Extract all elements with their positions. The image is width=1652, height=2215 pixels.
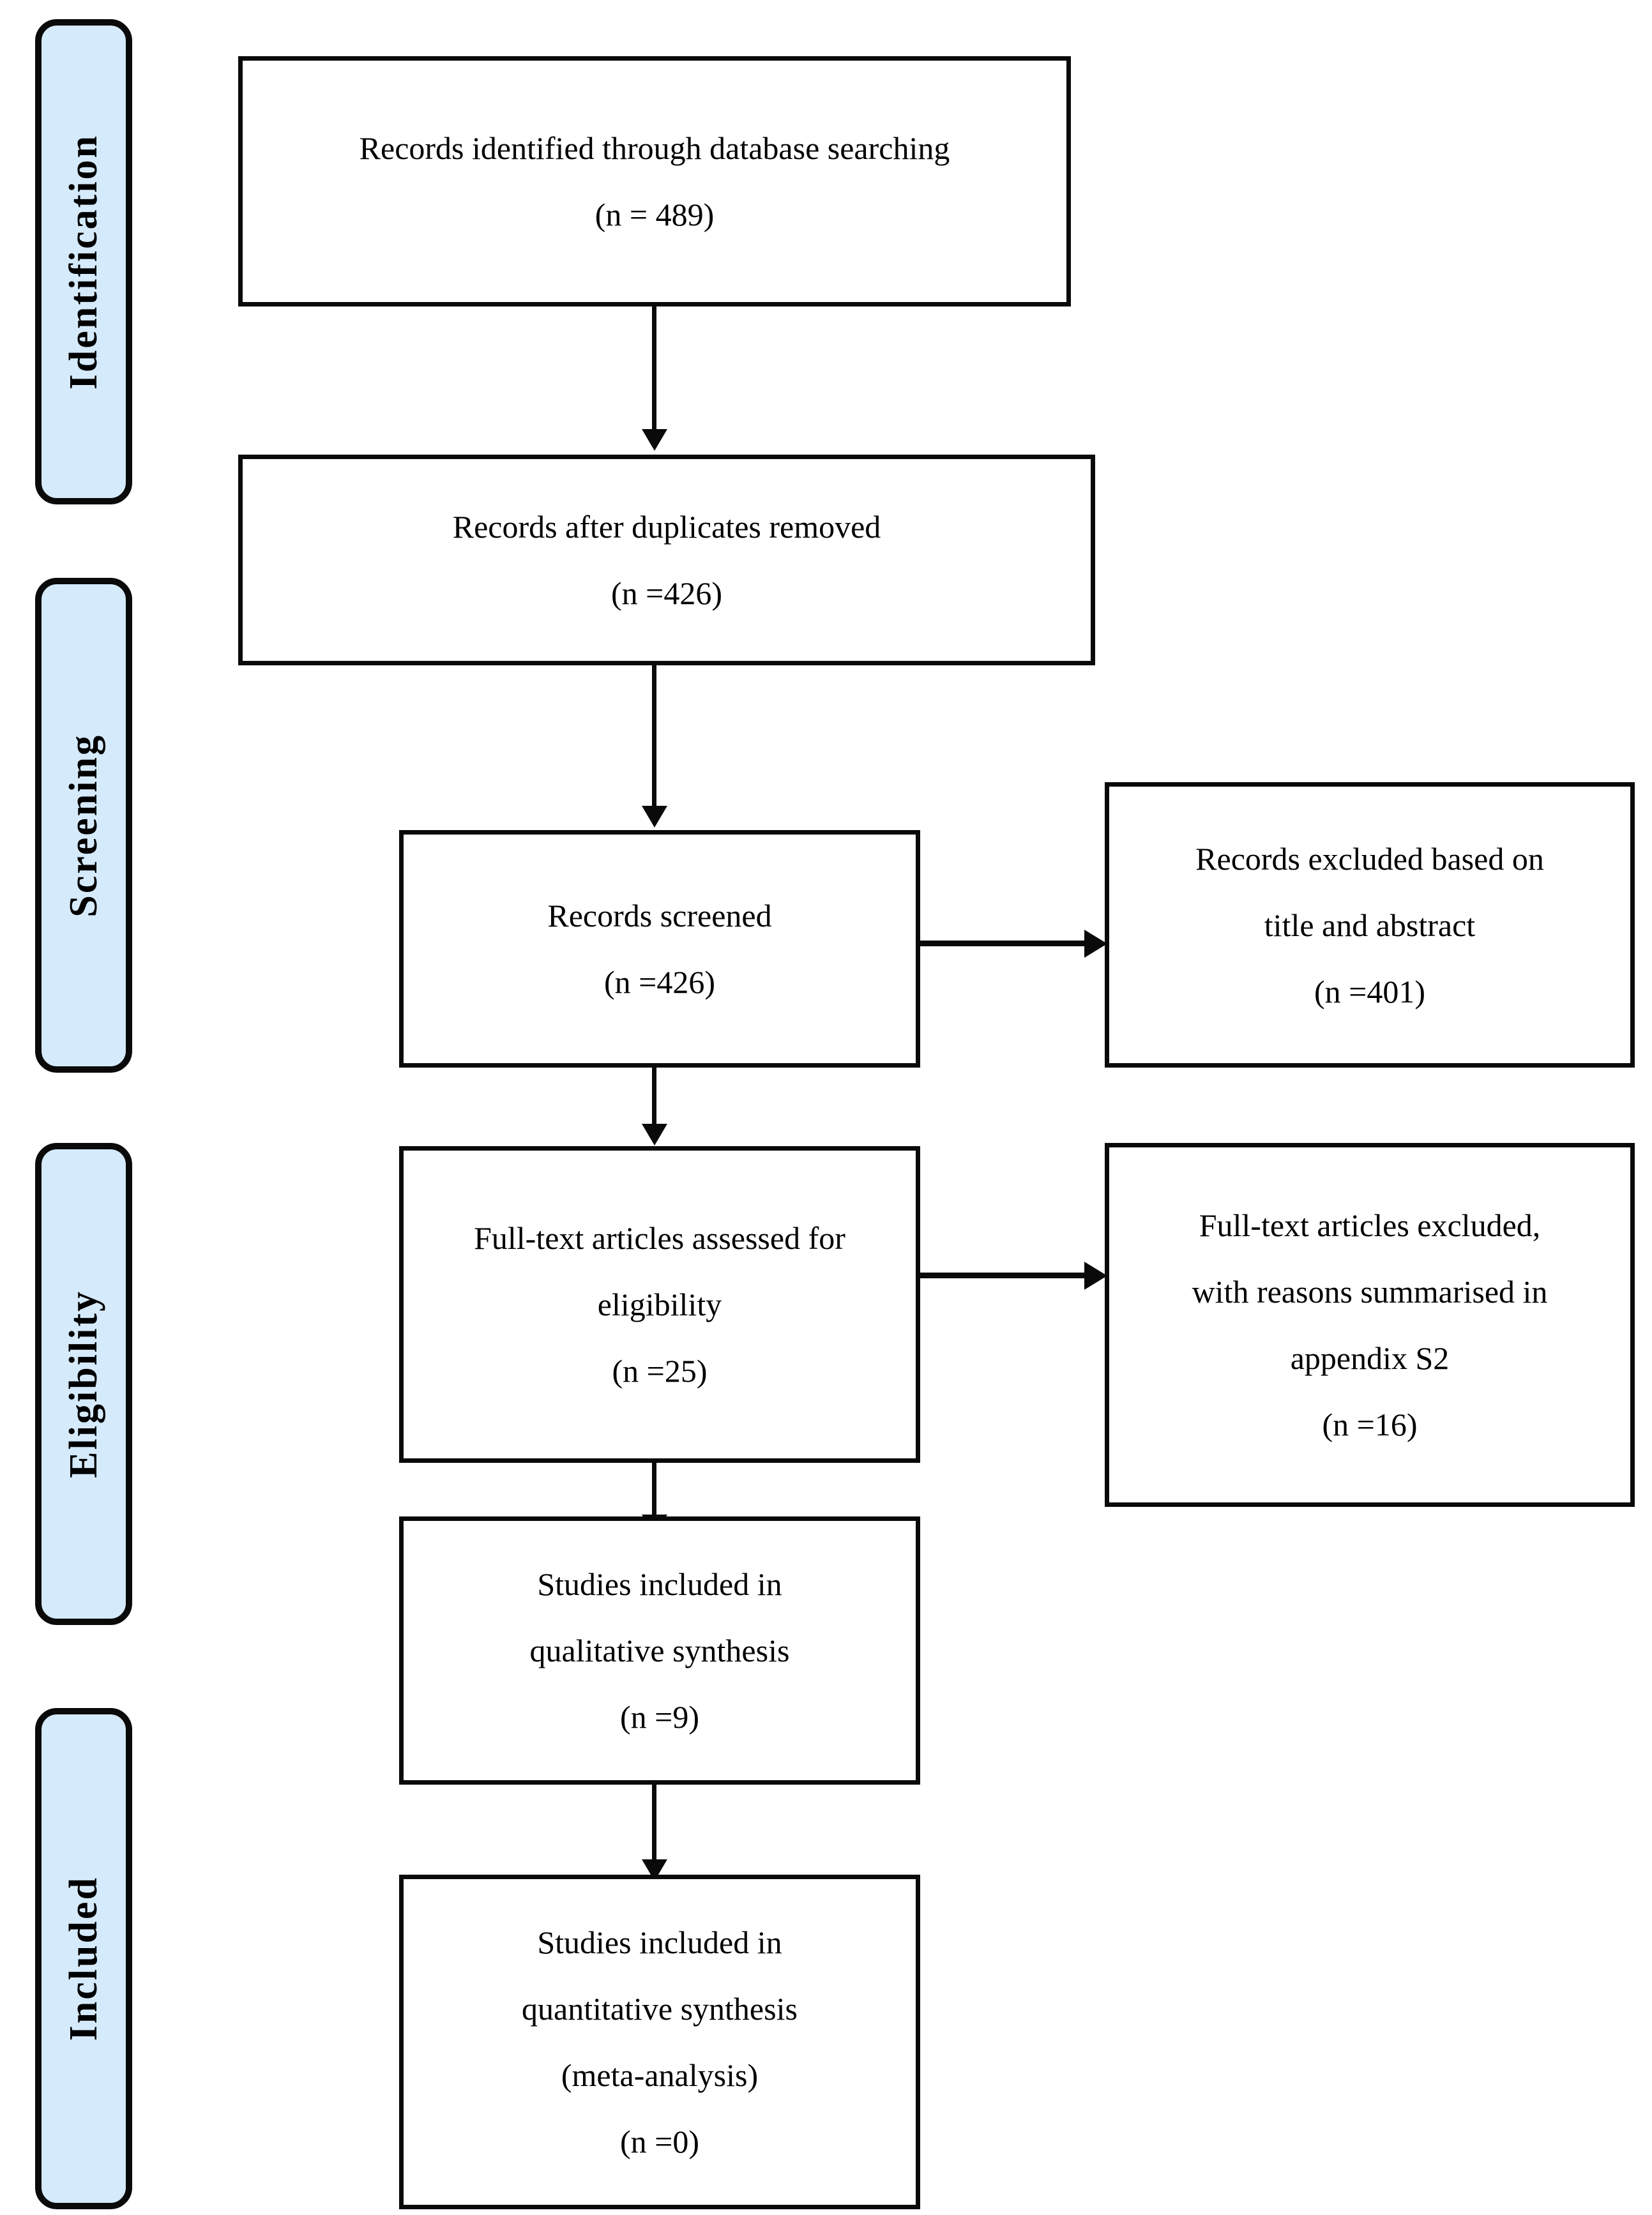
records-excluded-count: (n =401) [1314,973,1425,1009]
records-excluded-line-1: Records excluded based on [1195,840,1544,877]
records-screened-line-1: Records screened [547,898,772,934]
stage-label-eligibility: Eligibility [62,1290,105,1478]
connector-fulltext-to-qualitative [652,1463,656,1522]
flow-box-records-screened: Records screened (n =426) [399,830,920,1068]
stage-box-included: Included [35,1708,132,2209]
full-text-assessed-count: (n =25) [612,1353,708,1389]
flow-box-records-identified: Records identified through database sear… [238,56,1071,306]
records-after-duplicates-line-1: Records after duplicates removed [452,509,881,545]
full-text-excluded-line-1: Full-text articles excluded, [1199,1207,1541,1243]
records-identified-count: (n = 489) [595,197,715,232]
flow-box-full-text-excluded: Full-text articles excluded, with reason… [1105,1143,1635,1507]
stage-label-included: Included [62,1876,105,2041]
connector-fulltext-to-excluded [920,1273,1086,1278]
full-text-excluded-count: (n =16) [1322,1407,1418,1442]
qualitative-synthesis-line-1: Studies included in [537,1566,782,1602]
records-after-duplicates-count: (n =426) [611,575,722,611]
records-identified-line-1: Records identified through database sear… [359,130,950,166]
full-text-excluded-line-2: with reasons summarised in [1192,1274,1548,1310]
connector-screened-to-fulltext [652,1068,656,1131]
stage-label-identification: Identification [62,133,105,390]
full-text-assessed-line-1: Full-text articles assessed for [474,1220,845,1256]
connector-duplicates-to-screened [652,665,656,811]
quantitative-synthesis-count: (n =0) [620,2124,699,2159]
arrowhead-fulltext-to-excluded [1084,1262,1107,1290]
full-text-excluded-line-3: appendix S2 [1290,1340,1450,1376]
stage-box-screening: Screening [35,578,132,1073]
connector-identified-to-duplicates [652,306,656,434]
arrowhead-identified-to-duplicates [642,429,667,451]
qualitative-synthesis-line-2: qualitative synthesis [529,1633,790,1668]
quantitative-synthesis-line-2: quantitative synthesis [522,1991,798,2027]
quantitative-synthesis-line-1: Studies included in [537,1924,782,1960]
flow-box-records-excluded: Records excluded based on title and abst… [1105,782,1635,1068]
stage-box-eligibility: Eligibility [35,1143,132,1625]
flow-box-records-after-duplicates: Records after duplicates removed (n =426… [238,455,1095,665]
connector-qualitative-to-quantitative [652,1785,656,1868]
flow-box-qualitative-synthesis: Studies included in qualitative synthesi… [399,1516,920,1785]
flow-box-quantitative-synthesis: Studies included in quantitative synthes… [399,1875,920,2209]
arrowhead-screened-to-excluded [1084,930,1107,958]
quantitative-synthesis-line-3: (meta-analysis) [561,2057,759,2093]
records-excluded-line-2: title and abstract [1264,907,1476,943]
records-screened-count: (n =426) [604,964,715,1000]
arrowhead-duplicates-to-screened [642,806,667,828]
full-text-assessed-line-2: eligibility [597,1287,722,1322]
stage-box-identification: Identification [35,19,132,504]
qualitative-synthesis-count: (n =9) [620,1699,699,1735]
arrowhead-screened-to-fulltext [642,1124,667,1145]
stage-label-screening: Screening [62,733,105,918]
flow-box-full-text-assessed: Full-text articles assessed for eligibil… [399,1146,920,1463]
connector-screened-to-excluded [920,941,1086,946]
